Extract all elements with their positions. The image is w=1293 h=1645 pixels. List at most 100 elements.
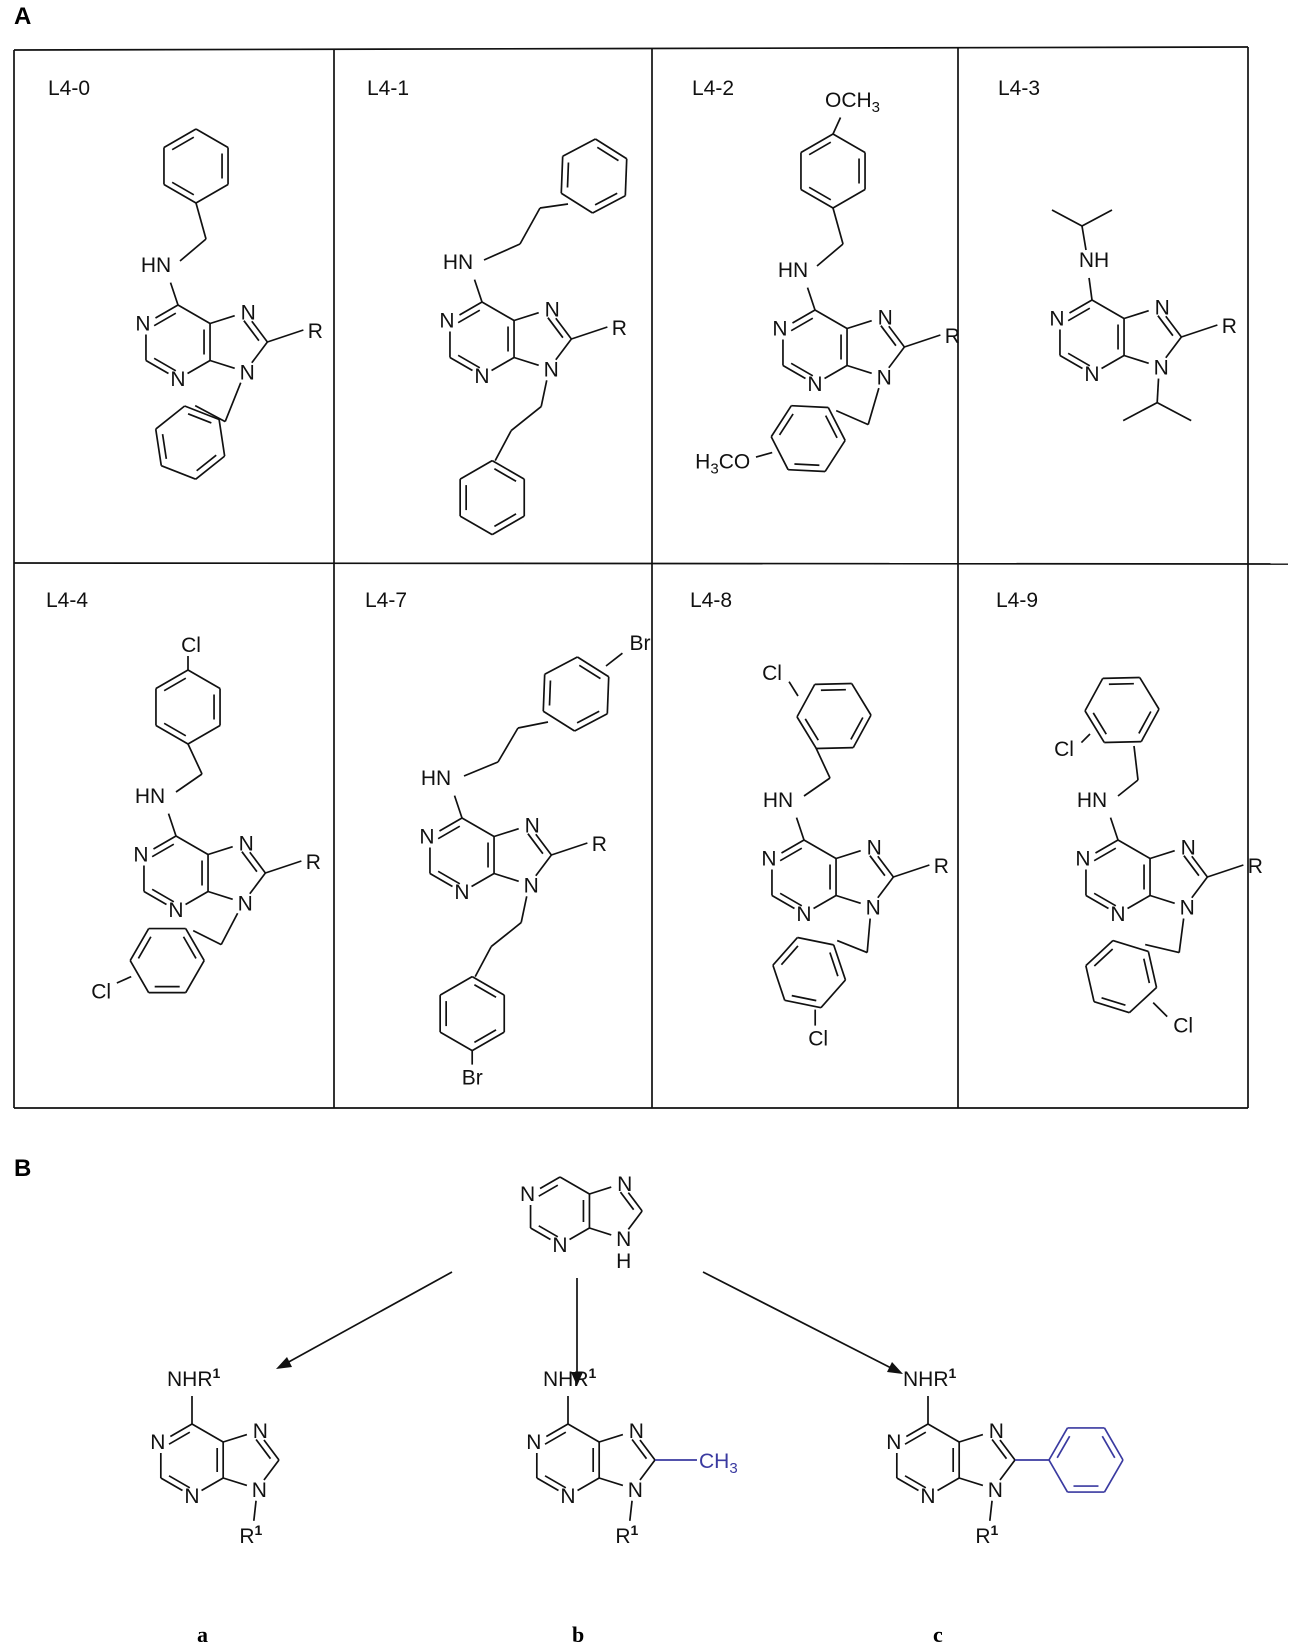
atom-n: N (238, 893, 253, 916)
atom-n: N (867, 836, 882, 859)
bond (820, 688, 846, 692)
bond (1084, 710, 1105, 743)
bond (797, 936, 834, 946)
bond (195, 128, 229, 149)
bond (1149, 894, 1175, 905)
bond (800, 188, 834, 209)
atom-n: N (1181, 836, 1196, 859)
bond (1123, 354, 1149, 365)
bond (814, 309, 848, 330)
atom-r: R (592, 833, 607, 856)
atom-r: R (308, 320, 323, 343)
bond (473, 1029, 497, 1044)
bond (1081, 209, 1113, 227)
bond (574, 712, 608, 732)
bond (513, 311, 539, 322)
bond (143, 890, 167, 906)
bond (806, 287, 816, 311)
atom-n: N (454, 881, 469, 904)
bond (559, 1176, 590, 1195)
bond (513, 356, 539, 367)
bond (824, 439, 846, 472)
bond (1156, 378, 1160, 403)
bond (999, 1439, 1016, 1461)
bond (606, 676, 610, 714)
bond (1085, 965, 1095, 1002)
bond (781, 839, 805, 854)
atom-n: N (524, 875, 539, 898)
bond (1144, 943, 1180, 954)
bond (578, 664, 601, 680)
bond (820, 979, 847, 1009)
bond (220, 912, 239, 945)
bond (163, 677, 187, 692)
bond (791, 994, 817, 1002)
bond (491, 515, 525, 536)
atom-n: N (240, 362, 255, 385)
bond (191, 1423, 224, 1443)
compound-label-l4-8: L4-8 (690, 589, 732, 612)
bond (772, 936, 799, 966)
atom-n: N (168, 899, 183, 922)
bond (457, 309, 481, 324)
bond (772, 964, 786, 1001)
bond (571, 326, 608, 340)
bond (160, 464, 197, 480)
bond (222, 1477, 248, 1487)
atom-cl: Cl (1054, 738, 1074, 761)
bond (160, 1477, 183, 1492)
bond (1191, 876, 1209, 899)
bond (824, 364, 848, 380)
bond (1092, 712, 1107, 735)
bond (1085, 894, 1109, 910)
atom-ch3: CH3 (699, 1450, 738, 1477)
atom-h3co: H3CO (695, 451, 750, 478)
atom-n: N (1075, 848, 1090, 871)
bond (169, 282, 179, 306)
bond (184, 928, 205, 962)
bond (569, 1227, 590, 1241)
atom-cl: Cl (808, 1028, 828, 1051)
bond (195, 183, 229, 204)
bond (779, 892, 803, 907)
bond (459, 459, 493, 480)
bond (1122, 401, 1158, 422)
bond (1147, 951, 1158, 988)
compound-label-l4-0: L4-0 (48, 77, 90, 100)
bond (836, 939, 868, 954)
bond (471, 1031, 505, 1052)
bond (880, 325, 897, 347)
bond (194, 404, 226, 423)
bond (153, 312, 177, 327)
bond (779, 847, 803, 862)
bond (145, 359, 169, 375)
bond (195, 202, 207, 240)
bond (255, 1438, 272, 1460)
bond (628, 1500, 633, 1521)
bond (835, 849, 861, 860)
bond (437, 870, 461, 885)
atom-n: N (133, 844, 148, 867)
bond (1085, 939, 1114, 967)
bond (782, 364, 806, 380)
atom-r1: R1 (975, 1522, 998, 1548)
bond (137, 936, 152, 959)
atom-hn: HN (778, 259, 808, 282)
bond (1081, 225, 1087, 251)
bond (846, 364, 872, 375)
bond (562, 138, 596, 158)
atom-r: R (1222, 315, 1237, 338)
atom-r1: R1 (239, 1522, 262, 1548)
bond (207, 890, 233, 901)
bond (958, 1477, 984, 1487)
atom-n: N (1049, 308, 1064, 331)
bond (1156, 401, 1192, 422)
bond (888, 325, 906, 348)
bond (1123, 309, 1149, 320)
bond (1178, 918, 1185, 953)
bond (792, 309, 816, 324)
bond (545, 1423, 569, 1438)
bond (168, 1431, 191, 1445)
bond (815, 747, 831, 779)
